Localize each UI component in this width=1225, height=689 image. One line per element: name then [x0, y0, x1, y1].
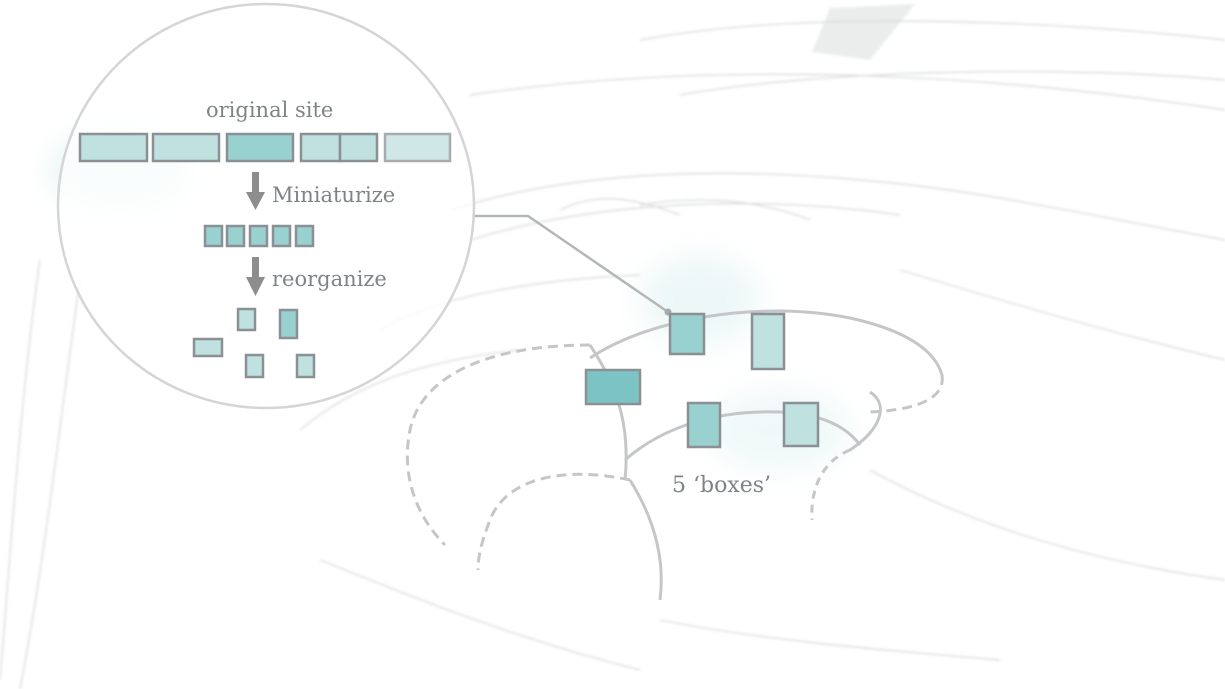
original-site-row — [78, 132, 452, 163]
miniature-row — [203, 224, 315, 248]
left-arc-dashed — [405, 343, 591, 547]
upper-arc — [589, 309, 944, 376]
miniaturize-label: Miniaturize — [272, 183, 395, 207]
boxes-label: 5 ‘boxes’ — [672, 473, 771, 498]
original-site-label: original site — [206, 98, 333, 122]
down-arrow-icon — [246, 257, 265, 296]
box-top-left — [668, 312, 706, 356]
down-arrow-icon — [246, 172, 265, 210]
box-bottom-right — [782, 401, 820, 448]
magnifier-circle — [56, 2, 476, 410]
box-left — [584, 368, 642, 406]
reorganize-label: reorganize — [272, 267, 387, 291]
upper-arc-dashed-end — [867, 374, 944, 414]
box-bottom-left — [686, 401, 722, 449]
right-small-arc-dashed — [810, 448, 851, 521]
reorganized-boxes — [192, 307, 316, 379]
connector-line — [472, 214, 669, 314]
box-top-right — [750, 312, 786, 371]
left-arc-solid — [588, 344, 628, 481]
five-boxes — [584, 312, 820, 449]
background-sketch — [0, 4, 1225, 689]
right-small-arc-solid — [849, 390, 882, 452]
arc-structure — [405, 309, 944, 601]
lower-arc — [624, 410, 862, 462]
magnifier-bubble — [56, 2, 476, 410]
bottom-arc-dashed — [476, 472, 631, 571]
bottom-arc-solid — [628, 479, 663, 601]
